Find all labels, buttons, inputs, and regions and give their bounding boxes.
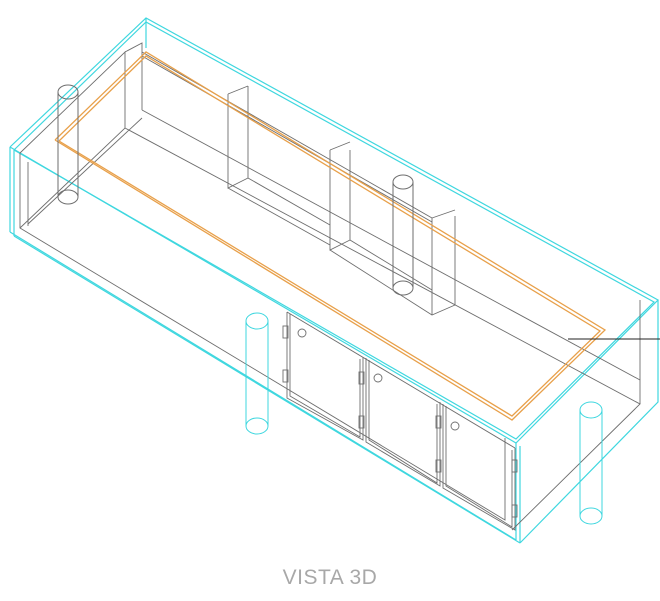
- cabinet-outer-outline: [9, 17, 659, 544]
- cylinder-left-back: [57, 84, 79, 205]
- door-hardware: [282, 325, 518, 518]
- worktop-opening: [54, 51, 607, 421]
- cylinder-center: [392, 174, 414, 296]
- cylinder-front-right: [579, 401, 603, 525]
- cabinet-inner-structure: [19, 42, 641, 531]
- view-caption: VISTA 3D: [282, 566, 378, 589]
- cylinder-front-left: [245, 312, 269, 435]
